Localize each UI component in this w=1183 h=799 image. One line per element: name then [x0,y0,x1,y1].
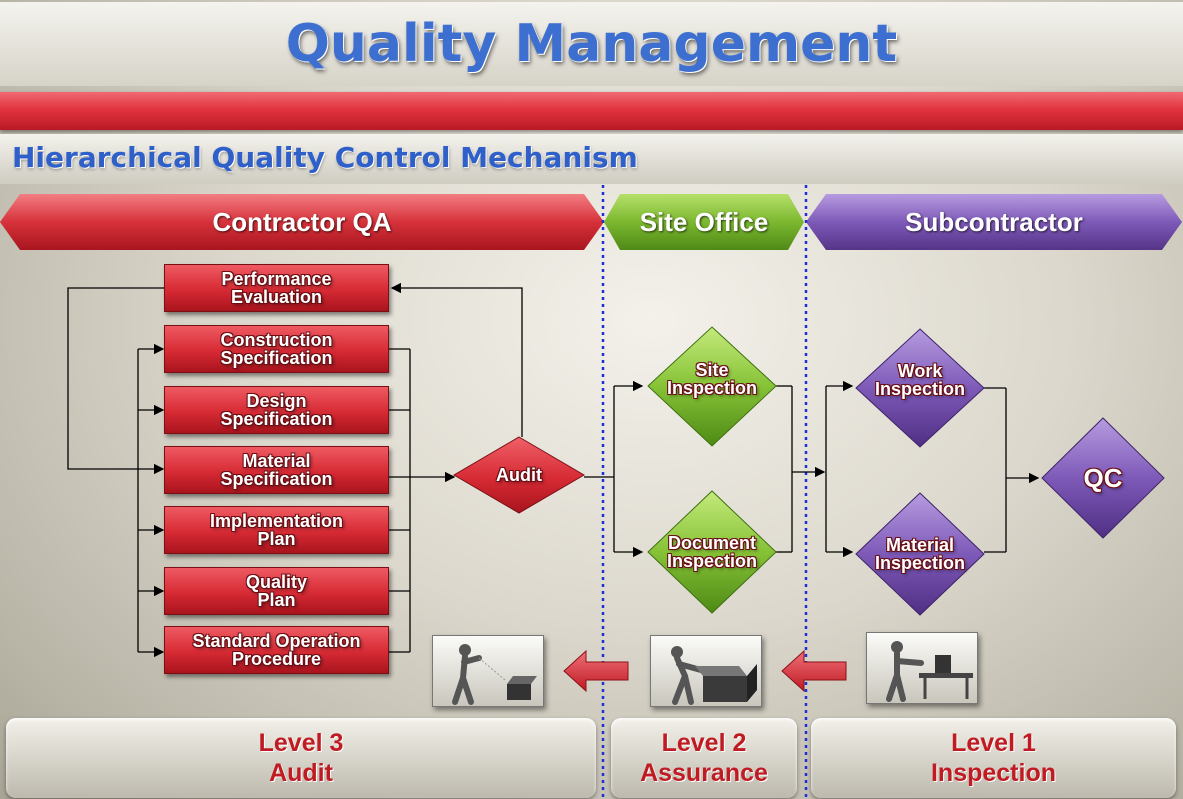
site-inspection-label: Site Inspection [666,360,757,398]
audit-label: Audit [496,465,542,485]
level2-to-level3-arrow [563,649,629,693]
page-title: Quality Management [0,2,1183,86]
work-inspection-label: Work Inspection [874,361,965,399]
box-label: Performance Evaluation [221,269,332,307]
box-label: Standard Operation Procedure [192,631,361,669]
site-office-header: Site Office [604,194,804,250]
title-underline-band [0,92,1183,130]
qc-diamond [1041,417,1165,539]
box-label: Design Specification [220,391,333,429]
document-inspection-diamond [647,490,777,614]
implementation-plan-box: Implementation Plan [164,506,389,554]
level3-audit-bar: Level 3 Audit [6,718,596,798]
audit-diamond [453,436,585,514]
site-inspection-diamond [647,326,777,447]
material-inspection-diamond [855,492,985,616]
material-inspection-label: Material Inspection [874,535,965,573]
box-label: Construction Specification [220,330,333,368]
box-label: Quality Plan [245,572,307,610]
level2-picture [650,635,762,707]
quality-plan-box: Quality Plan [164,567,389,615]
document-inspection-label: Document Inspection [666,533,757,571]
level1-inspection-bar: Level 1 Inspection [811,718,1176,798]
level1-to-level2-arrow [781,649,847,693]
person-packing-box-icon [671,646,757,705]
design-specification-box: Design Specification [164,386,389,434]
person-inspecting-box-icon [452,644,537,705]
contractor-qa-header: Contractor QA [0,194,604,250]
standard-operation-procedure-box: Standard Operation Procedure [164,626,389,674]
level1-picture [866,632,978,704]
performance-evaluation-box: Performance Evaluation [164,264,389,312]
box-label: Implementation Plan [209,511,343,549]
level2-assurance-bar: Level 2 Assurance [611,718,797,798]
box-label: Material Specification [220,451,333,489]
material-specification-box: Material Specification [164,446,389,494]
work-inspection-diamond [855,328,985,448]
person-at-conveyor-icon [886,641,973,702]
construction-specification-box: Construction Specification [164,325,389,373]
diagram-subtitle: Hierarchical Quality Control Mechanism [0,134,1183,184]
qc-label: QC [1083,463,1123,493]
subcontractor-header: Subcontractor [806,194,1182,250]
level3-picture [432,635,544,707]
